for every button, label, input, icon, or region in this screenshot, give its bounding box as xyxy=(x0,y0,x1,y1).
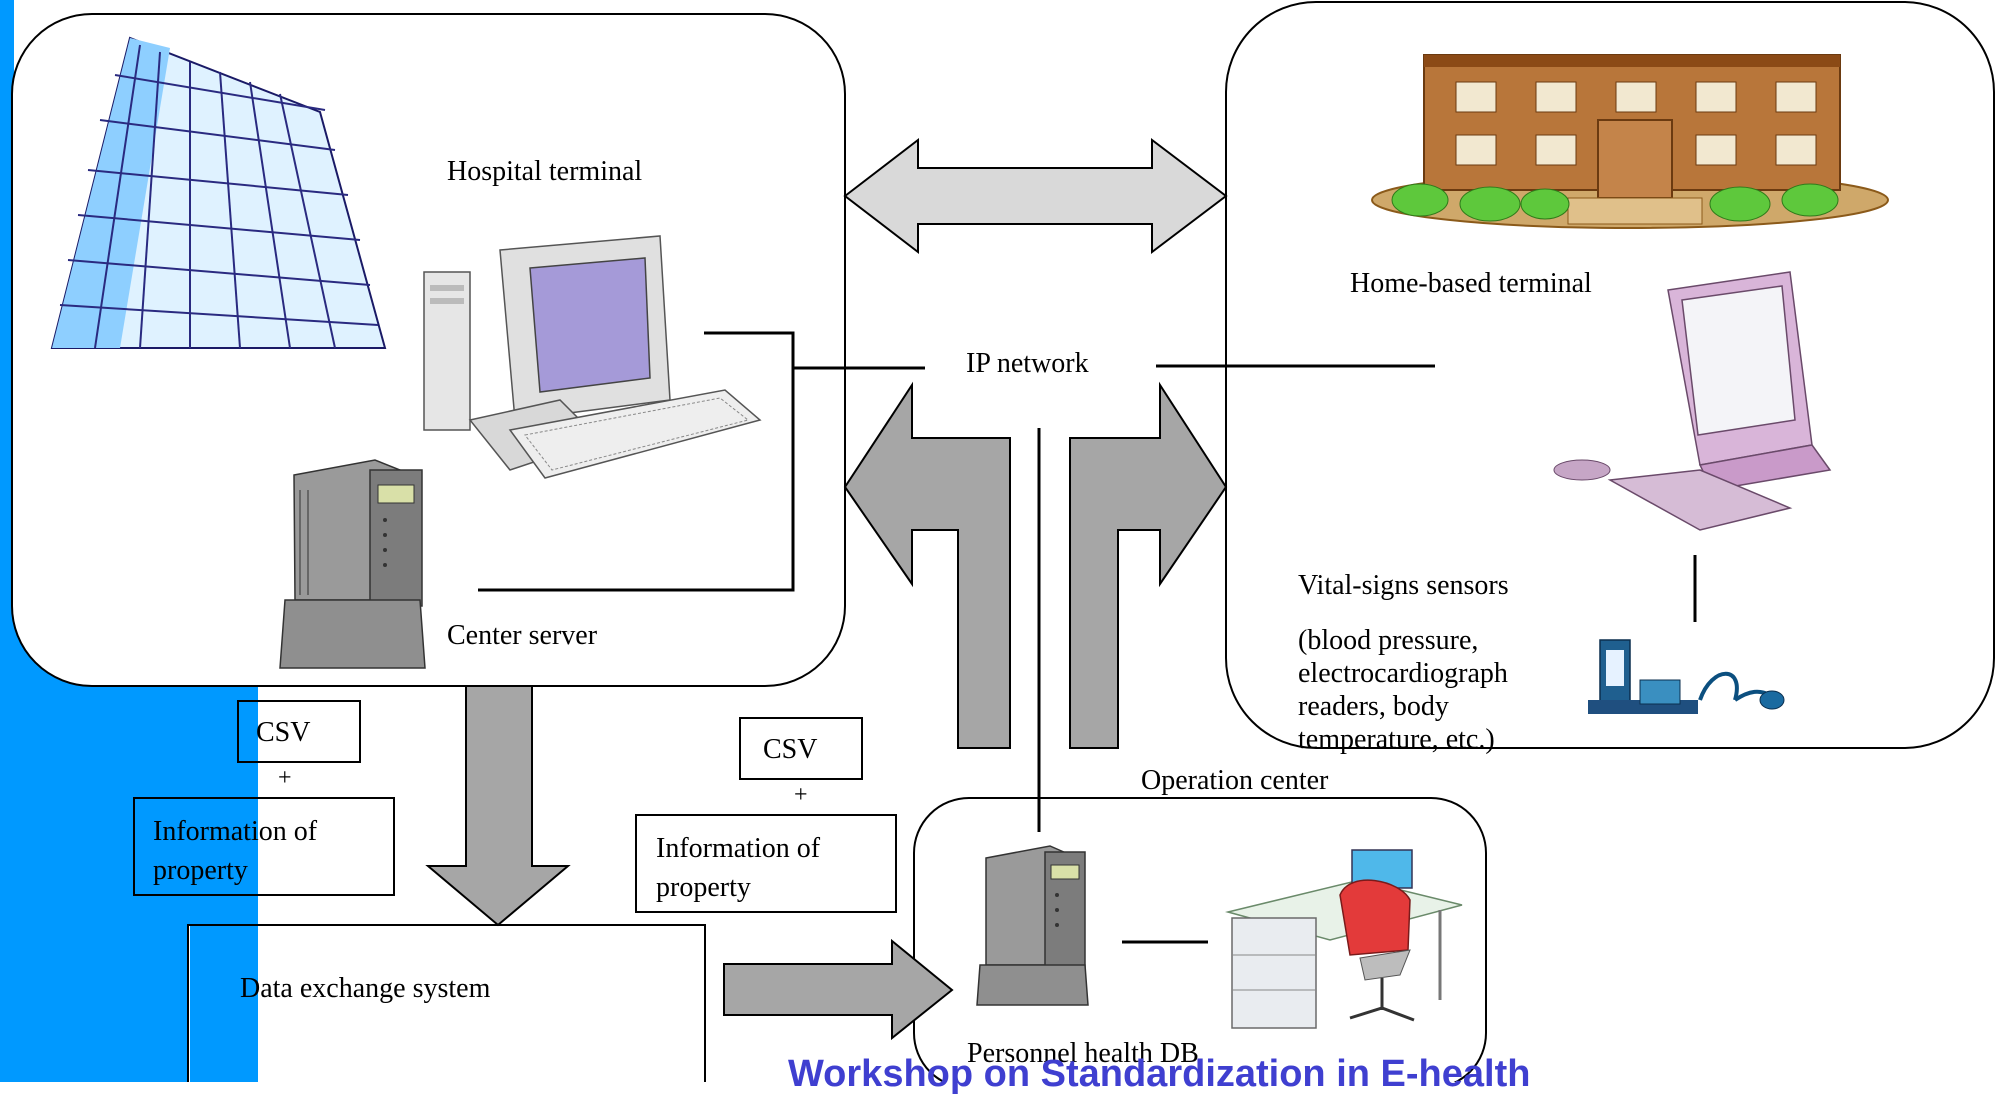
csv-label-mid: CSV xyxy=(763,734,818,765)
all-in-one-pc-icon xyxy=(1553,271,1832,531)
desktop-computer-icon xyxy=(423,235,762,479)
blood-pressure-sensor-icon xyxy=(1588,639,1785,714)
data-exchange-label: Data exchange system xyxy=(240,973,491,1004)
vital-signs-title: Vital-signs sensors xyxy=(1298,570,1509,601)
info-label-mid: Information of property xyxy=(656,833,821,903)
operation-center-label: Operation center xyxy=(1141,765,1329,796)
double-arrow-hospital-home xyxy=(843,137,1228,255)
bent-arrow-right xyxy=(1069,381,1228,749)
right-arrow-exchange-operation xyxy=(723,938,954,1041)
hospital-terminal-label: Hospital terminal xyxy=(447,156,643,187)
house-building-icon xyxy=(1371,54,1889,229)
vital-signs-detail: (blood pressure, electrocardiograph read… xyxy=(1298,625,1508,755)
ip-network-label: IP network xyxy=(966,348,1089,379)
csv-label-left: CSV xyxy=(256,717,311,748)
down-arrow-hospital-exchange xyxy=(425,685,571,927)
plus-label-left: + xyxy=(278,765,292,791)
office-desk-icon xyxy=(1225,849,1463,1029)
network-lines xyxy=(478,331,1697,944)
data-exchange-box xyxy=(187,924,706,1082)
csv-box-mid xyxy=(739,717,863,780)
info-box-mid xyxy=(635,814,897,913)
office-building-icon xyxy=(50,36,387,349)
footer-title: Workshop on Standardization in E-health xyxy=(788,1053,1531,1095)
center-server-label: Center server xyxy=(447,620,598,651)
server-tower-icon-db xyxy=(976,845,1089,1006)
info-label-left: Information of property xyxy=(153,816,318,886)
personnel-db-label: Personnel health DB xyxy=(967,1038,1199,1069)
csv-box-left xyxy=(237,700,361,763)
info-box-left xyxy=(133,797,395,896)
server-tower-icon xyxy=(279,459,426,669)
bent-arrow-left xyxy=(843,381,1011,749)
plus-label-mid: + xyxy=(794,782,808,808)
home-terminal-label: Home-based terminal xyxy=(1350,268,1592,299)
